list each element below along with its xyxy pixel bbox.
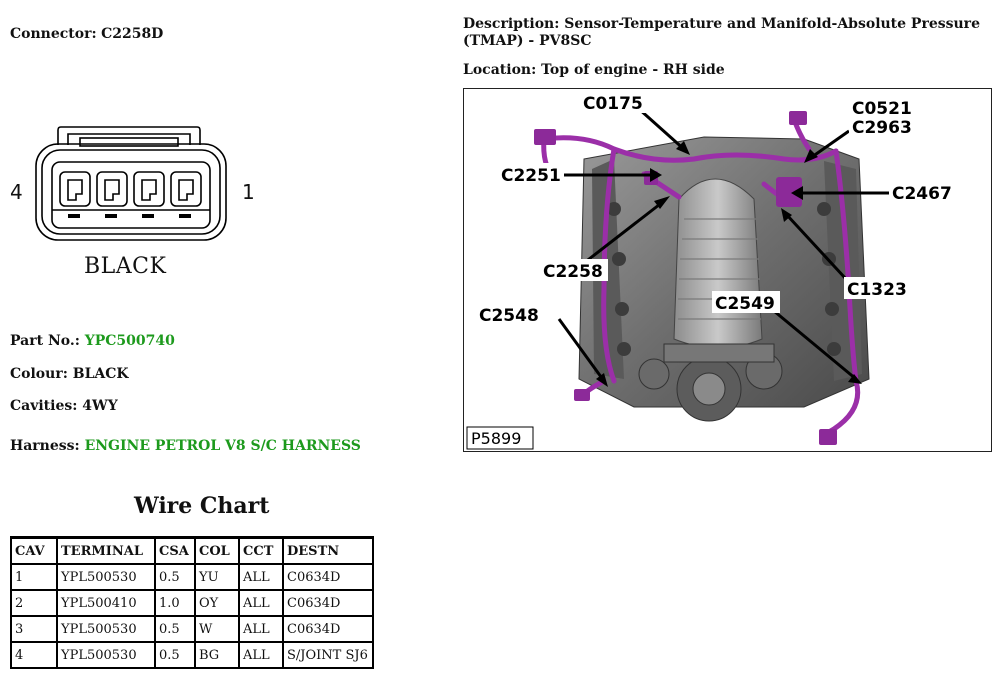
connector-colour-caption: BLACK: [84, 254, 167, 279]
cell-csa: 1.0: [154, 589, 196, 617]
terminal-cavities: [59, 171, 202, 207]
col-header-cct: CCT: [238, 536, 284, 565]
location: Location: Top of engine - RH side: [463, 62, 725, 78]
part-number-link[interactable]: YPC500740: [84, 333, 175, 349]
colour-value: BLACK: [72, 366, 129, 382]
cell-cav: 2: [10, 589, 58, 617]
location-label: Location:: [463, 62, 537, 78]
harness-label: Harness:: [10, 438, 80, 454]
engine-illustration: C0175 C0521 C2963 C2251 C2467 C2258 C132…: [464, 89, 991, 451]
callout-leaders: [557, 107, 889, 382]
table-header-row: CAV TERMINAL CSA COL CCT DESTN: [10, 536, 374, 565]
col-header-terminal: TERMINAL: [56, 536, 156, 565]
cell-csa: 0.5: [154, 563, 196, 591]
cavities-label: Cavities:: [10, 398, 78, 414]
cell-col: OY: [194, 589, 240, 617]
cell-cav: 3: [10, 615, 58, 643]
cell-destn: C0634D: [282, 563, 374, 591]
colour-label: Colour:: [10, 366, 68, 382]
cell-terminal: YPL500410: [56, 589, 156, 617]
cell-cav: 1: [10, 563, 58, 591]
cell-terminal: YPL500530: [56, 563, 156, 591]
harness-row: Harness: ENGINE PETROL V8 S/C HARNESS: [10, 438, 361, 454]
figure-reference-id: P5899: [471, 429, 521, 448]
connector-title: Connector: C2258D: [10, 26, 163, 42]
cell-col: YU: [194, 563, 240, 591]
description-label: Description:: [463, 16, 560, 32]
wire-chart-title: Wire Chart: [134, 493, 270, 519]
cell-terminal: YPL500530: [56, 641, 156, 669]
cell-destn: C0634D: [282, 589, 374, 617]
cell-cct: ALL: [238, 589, 284, 617]
col-header-destn: DESTN: [282, 536, 374, 565]
cell-csa: 0.5: [154, 615, 196, 643]
callout-c2548: C2548: [479, 306, 539, 326]
colour-row: Colour: BLACK: [10, 366, 129, 382]
table-row: 1 YPL500530 0.5 YU ALL C0634D: [10, 563, 374, 591]
wire-chart-table: CAV TERMINAL CSA COL CCT DESTN 1 YPL5005…: [10, 536, 374, 669]
callout-labels: C0175 C0521 C2963 C2251 C2467 C2258 C132…: [476, 91, 957, 326]
callout-c2467: C2467: [892, 184, 952, 204]
location-text: Top of engine - RH side: [541, 62, 725, 78]
cavities-value: 4WY: [82, 398, 118, 414]
callout-c1323: C1323: [847, 280, 907, 300]
cavities-row: Cavities: 4WY: [10, 398, 118, 414]
part-number-row: Part No.: YPC500740: [10, 333, 175, 349]
part-number-label: Part No.:: [10, 333, 80, 349]
pin-number-left: 4: [10, 180, 23, 204]
table-row: 4 YPL500530 0.5 BG ALL S/JOINT SJ6: [10, 641, 374, 669]
cell-cct: ALL: [238, 615, 284, 643]
callout-arrowheads: [596, 141, 862, 387]
connector-label: Connector:: [10, 26, 97, 42]
callout-c0175: C0175: [583, 94, 643, 114]
table-row: 2 YPL500410 1.0 OY ALL C0634D: [10, 589, 374, 617]
cell-destn: C0634D: [282, 615, 374, 643]
pin-number-right: 1: [242, 180, 255, 204]
table-row: 3 YPL500530 0.5 W ALL C0634D: [10, 615, 374, 643]
description: Description: Sensor-Temperature and Mani…: [463, 16, 998, 50]
col-header-cav: CAV: [10, 536, 58, 565]
callout-c2251: C2251: [501, 166, 561, 186]
cell-destn: S/JOINT SJ6: [282, 641, 374, 669]
cell-col: BG: [194, 641, 240, 669]
callout-c2549: C2549: [715, 294, 775, 314]
harness-link[interactable]: ENGINE PETROL V8 S/C HARNESS: [84, 438, 361, 454]
callout-c2258: C2258: [543, 262, 603, 282]
cell-col: W: [194, 615, 240, 643]
description-text: Sensor-Temperature and Manifold-Absolute…: [463, 16, 980, 49]
cell-cct: ALL: [238, 563, 284, 591]
connector-face-diagram: [35, 126, 227, 241]
engine-block: [578, 136, 870, 422]
callout-c0521: C0521: [852, 99, 912, 119]
cell-csa: 0.5: [154, 641, 196, 669]
callout-c2963: C2963: [852, 118, 912, 138]
col-header-col: COL: [194, 536, 240, 565]
connector-id: C2258D: [101, 26, 164, 42]
connector-blocks: [534, 111, 837, 445]
col-header-csa: CSA: [154, 536, 196, 565]
cell-cav: 4: [10, 641, 58, 669]
cell-terminal: YPL500530: [56, 615, 156, 643]
cell-cct: ALL: [238, 641, 284, 669]
engine-location-image: C0175 C0521 C2963 C2251 C2467 C2258 C132…: [463, 88, 992, 452]
